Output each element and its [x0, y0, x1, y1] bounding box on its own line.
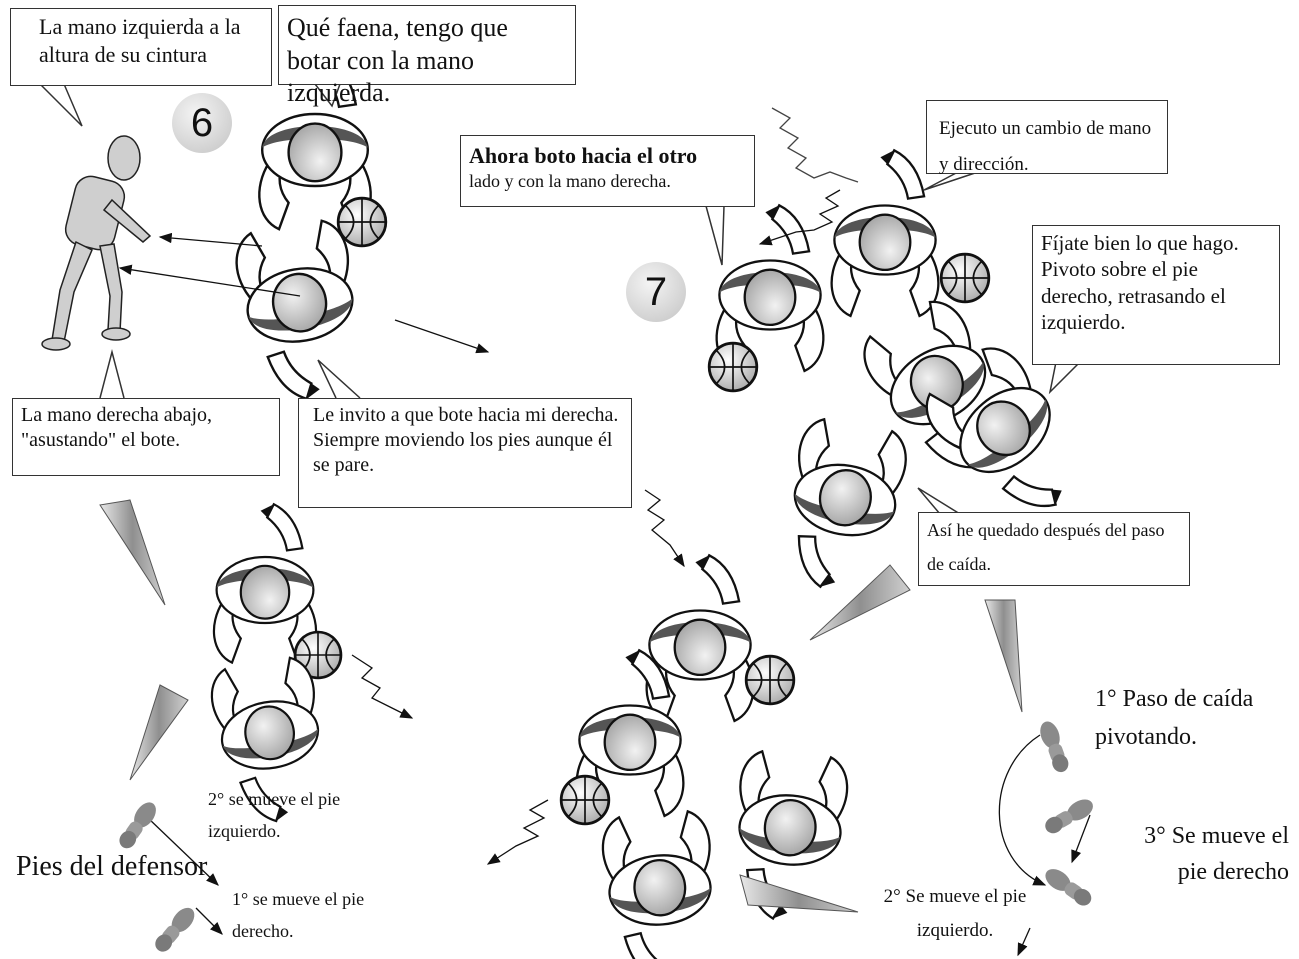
callout-now-dribble-line1: Ahora boto hacia el otro [469, 142, 746, 170]
player-bc-defender-b [600, 810, 721, 959]
callout-now-dribble-line2: lado y con la mano derecha. [469, 170, 746, 193]
label-first-right: 1° se mueve el pie derecho. [232, 884, 382, 947]
mannequin-figure [42, 136, 150, 350]
ball-6 [338, 198, 386, 246]
step-number-6: 6 [172, 93, 232, 153]
ball-bc-a [746, 656, 794, 704]
label-second-left: 2° se mueve el pie izquierdo. [208, 784, 358, 847]
step-number-7: 7 [626, 262, 686, 322]
ball-bc-b [561, 776, 609, 824]
ball-7a [709, 343, 757, 391]
label-third-right: 3° Se mueve el pie derecho [1124, 818, 1289, 890]
callout-change: Ejecuto un cambio de mano y dirección. [926, 100, 1168, 174]
callout-complaint: Qué faena, tengo que botar con la mano i… [278, 5, 576, 85]
player-7-attacker-b [832, 150, 939, 316]
label-defender-feet: Pies del defensor [16, 848, 207, 886]
callout-left-hand: La mano izquierda a la altura de su cint… [10, 8, 272, 86]
callout-now-dribble: Ahora boto hacia el otro lado y con la m… [460, 135, 755, 207]
ball-7b [941, 254, 989, 302]
callout-right-hand: La mano derecha abajo, "asustando" el bo… [12, 398, 280, 476]
callout-invite: Le invito a que bote hacia mi derecha. S… [298, 398, 632, 508]
label-second-left-b: 2° Se mueve el pie izquierdo. [880, 880, 1030, 948]
callout-pivot: Fíjate bien lo que hago. Pivoto sobre el… [1032, 225, 1280, 365]
label-drop-step: 1° Paso de caída pivotando. [1095, 680, 1295, 757]
callout-after-step: Así he quedado después del paso de caída… [918, 512, 1190, 586]
